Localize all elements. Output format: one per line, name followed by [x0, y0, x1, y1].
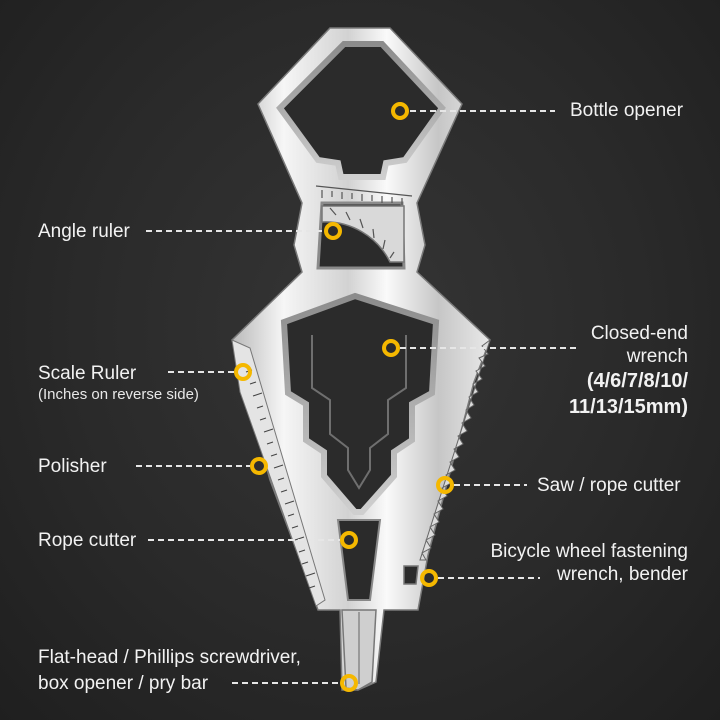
- markers: [234, 102, 454, 692]
- bottle-opener-hole: [276, 41, 446, 180]
- label-saw-rope-cutter: Saw / rope cutter: [537, 475, 681, 496]
- label-closed-end-wrench: Closed-end wrench (4/6/7/8/10/ 11/13/15m…: [569, 322, 688, 420]
- label-closed-end-wrench-line2: wrench: [626, 346, 688, 367]
- rope-cutter-notch: [336, 519, 382, 601]
- angle-ruler-scale: [315, 185, 413, 259]
- bicycle-wrench-notch: [403, 565, 419, 585]
- marker-scale-ruler: [234, 363, 252, 381]
- label-polisher: Polisher: [38, 456, 107, 477]
- label-angle-ruler: Angle ruler: [38, 221, 130, 242]
- label-scale-ruler: Scale Ruler (Inches on reverse side): [38, 362, 199, 404]
- saw-teeth: [419, 338, 491, 561]
- label-rope-cutter: Rope cutter: [38, 530, 137, 551]
- label-closed-end-wrench-line1: Closed-end: [590, 323, 688, 344]
- label-screwdriver: Flat-head / Phillips screwdriver, box op…: [38, 646, 301, 695]
- label-wrench-sizes-line2: 11/13/15mm): [569, 396, 688, 418]
- label-bottle-opener: Bottle opener: [570, 100, 684, 121]
- leader-lines: [136, 110, 578, 684]
- marker-screwdriver: [340, 674, 358, 692]
- label-scale-ruler-title: Scale Ruler: [38, 363, 137, 384]
- marker-saw: [436, 476, 454, 494]
- marker-bottle-opener: [391, 102, 409, 120]
- label-bicycle-wrench-line2: wrench, bender: [557, 564, 688, 585]
- label-bicycle-wrench-line1: Bicycle wheel fastening: [490, 541, 689, 562]
- label-bicycle-wrench: Bicycle wheel fastening wrench, bender: [491, 540, 689, 586]
- marker-polisher: [250, 457, 268, 475]
- label-wrench-sizes-line1: (4/6/7/8/10/: [586, 370, 688, 392]
- marker-bicycle-wrench: [420, 569, 438, 587]
- label-screwdriver-line1: Flat-head / Phillips screwdriver,: [38, 647, 301, 668]
- marker-angle-ruler: [324, 222, 342, 240]
- marker-closed-end-wrench: [382, 339, 400, 357]
- marker-rope-cutter: [340, 531, 358, 549]
- label-scale-ruler-note: (Inches on reverse side): [38, 386, 199, 403]
- label-screwdriver-line2: box opener / pry bar: [38, 673, 209, 694]
- wrench-inner-step: [311, 335, 407, 490]
